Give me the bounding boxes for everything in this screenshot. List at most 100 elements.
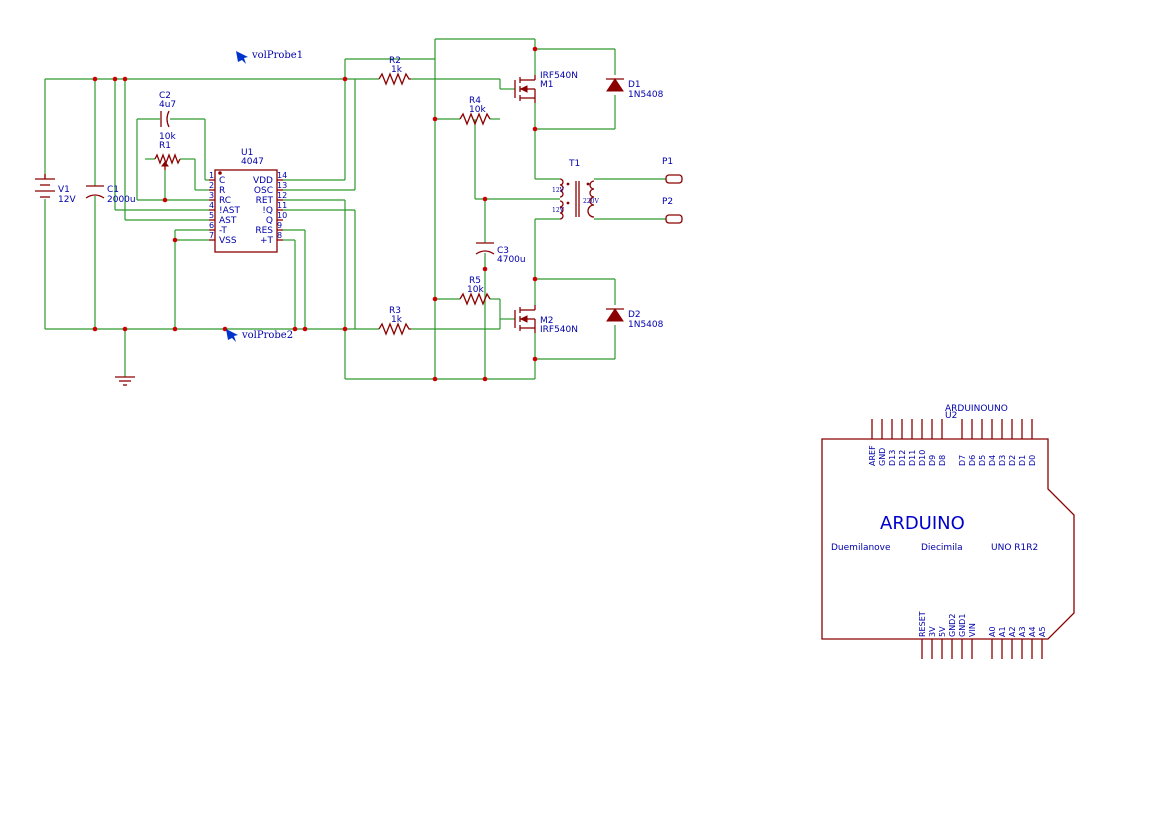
arduino-pin[interactable]: A3	[1018, 626, 1027, 659]
battery-v1[interactable]: V1 12V	[35, 174, 76, 205]
arduino-subtitle-3: UNO R1R2	[991, 543, 1038, 553]
mosfet-m1[interactable]: IRF540N M1	[514, 71, 578, 103]
transformer-t1[interactable]: T1 12V 12V 220V	[552, 159, 599, 220]
arduino-pin-label: D4	[988, 455, 997, 466]
arduino-pin-label: A2	[1008, 626, 1017, 637]
resistor-r4[interactable]: R4 10k	[459, 96, 491, 126]
arduino-pin[interactable]: D0	[1028, 419, 1037, 466]
pin-label: !AST	[219, 206, 240, 216]
arduino-pin[interactable]: D11	[908, 419, 917, 466]
m1-part: IRF540N	[540, 71, 578, 81]
capacitor-c3[interactable]: C3 4700u	[475, 242, 526, 265]
pin-number: 3	[209, 191, 214, 200]
arduino-pin[interactable]: GND2	[948, 614, 957, 659]
arduino-pin[interactable]: 5V	[938, 626, 947, 659]
arduino-pin[interactable]: D13	[888, 419, 897, 466]
d1-ref: D1	[628, 80, 641, 90]
r1-ref: R1	[159, 141, 171, 151]
mosfet-m2[interactable]: M2 IRF540N	[514, 305, 578, 335]
c2-value: 4u7	[159, 100, 176, 110]
arduino-pin[interactable]: D2	[1008, 419, 1017, 466]
r3-value: 1k	[391, 315, 403, 325]
pin-label: +T	[260, 236, 274, 246]
arduino-pin[interactable]: VIN	[968, 623, 977, 659]
capacitor-c2[interactable]: C2 4u7	[159, 91, 176, 128]
potentiometer-r1[interactable]: 10k R1	[154, 132, 181, 170]
arduino-pin[interactable]: GND	[878, 419, 887, 466]
c1-ref: C1	[107, 185, 119, 195]
arduino-pin-label: 5V	[938, 626, 947, 637]
arduino-uno-u2[interactable]: ARDUINOUNO U2 ARDUINO Duemilanove Diecim…	[821, 404, 1075, 659]
probe-1[interactable]: volProbe1	[236, 50, 303, 64]
arduino-pin[interactable]: D7	[958, 419, 967, 466]
arduino-pin[interactable]: D10	[918, 419, 927, 466]
arduino-pin[interactable]: AREF	[868, 419, 877, 466]
pin-label: Q	[266, 216, 273, 226]
diode-d2[interactable]: D2 1N5408	[606, 308, 664, 330]
arduino-pin-label: GND2	[948, 614, 957, 637]
pin-number: 2	[209, 181, 214, 190]
port-p1[interactable]: P1	[662, 157, 683, 184]
arduino-pin[interactable]: D9	[928, 419, 937, 466]
r2-value: 1k	[391, 65, 403, 75]
arduino-pin-label: D8	[938, 455, 947, 466]
pin-label: RET	[256, 196, 274, 206]
m2-ref: M2	[540, 316, 554, 326]
arduino-pin-label: D2	[1008, 455, 1017, 466]
arduino-pin[interactable]: D3	[998, 419, 1007, 466]
resistor-r2[interactable]: R2 1k	[378, 56, 411, 86]
r3-ref: R3	[389, 306, 401, 316]
r1-value: 10k	[159, 132, 176, 142]
arduino-pin[interactable]: D8	[938, 419, 947, 466]
probe-2[interactable]: volProbe2	[226, 329, 293, 342]
arduino-pin[interactable]: D1	[1018, 419, 1027, 466]
d2-part: 1N5408	[628, 320, 664, 330]
arduino-pin-label: D0	[1028, 455, 1037, 466]
arduino-pin[interactable]: A1	[998, 626, 1007, 659]
pin-number: 12	[277, 191, 287, 200]
resistor-r5[interactable]: R5 10k	[459, 276, 491, 306]
arduino-pin[interactable]: 3V	[928, 626, 937, 659]
arduino-pin-label: RESET	[918, 611, 927, 637]
arduino-pin[interactable]: A5	[1038, 626, 1047, 659]
arduino-pin-label: D12	[898, 450, 907, 466]
pin-number: 6	[209, 221, 214, 230]
arduino-pin[interactable]: A2	[1008, 626, 1017, 659]
arduino-pin-label: D10	[918, 450, 927, 466]
m1-ref: M1	[540, 80, 554, 90]
arduino-pin-label: D13	[888, 450, 897, 466]
pin-number: 9	[277, 221, 282, 230]
arduino-pin-label: VIN	[968, 623, 977, 637]
r4-value: 10k	[469, 105, 486, 115]
pin-number: 7	[209, 231, 214, 240]
arduino-pin[interactable]: A0	[988, 626, 997, 659]
capacitor-c1[interactable]: C1 2000u	[85, 185, 136, 205]
ic-u1-4047[interactable]: U1 4047 1 C 2 R 3 RC 4 !AST	[209, 148, 287, 253]
arduino-subtitle-2: Diecimila	[921, 543, 963, 553]
wires	[44, 38, 666, 380]
diode-d1[interactable]: D1 1N5408	[606, 78, 664, 100]
arduino-pin[interactable]: D6	[968, 419, 977, 466]
arduino-pin[interactable]: D12	[898, 419, 907, 466]
v1-value: 12V	[58, 195, 76, 205]
arduino-pin[interactable]: D4	[988, 419, 997, 466]
arduino-name: ARDUINOUNO	[945, 404, 1008, 414]
pin-number: 13	[277, 181, 287, 190]
arduino-pin-label: D11	[908, 450, 917, 466]
pin-label: RES	[255, 226, 273, 236]
c3-ref: C3	[497, 246, 509, 256]
r2-ref: R2	[389, 56, 401, 66]
arduino-pin-label: A3	[1018, 626, 1027, 637]
pin-number: 14	[277, 171, 287, 180]
r5-value: 10k	[467, 285, 484, 295]
arduino-pin[interactable]: A4	[1028, 626, 1037, 659]
arduino-pin[interactable]: GND1	[958, 614, 967, 659]
t1-ref: T1	[568, 159, 580, 169]
resistor-r3[interactable]: R3 1k	[378, 306, 411, 336]
port-p2[interactable]: P2	[662, 197, 683, 224]
arduino-pin[interactable]: RESET	[918, 611, 927, 659]
pin-label: !Q	[262, 206, 273, 216]
arduino-pin[interactable]: D5	[978, 419, 987, 466]
